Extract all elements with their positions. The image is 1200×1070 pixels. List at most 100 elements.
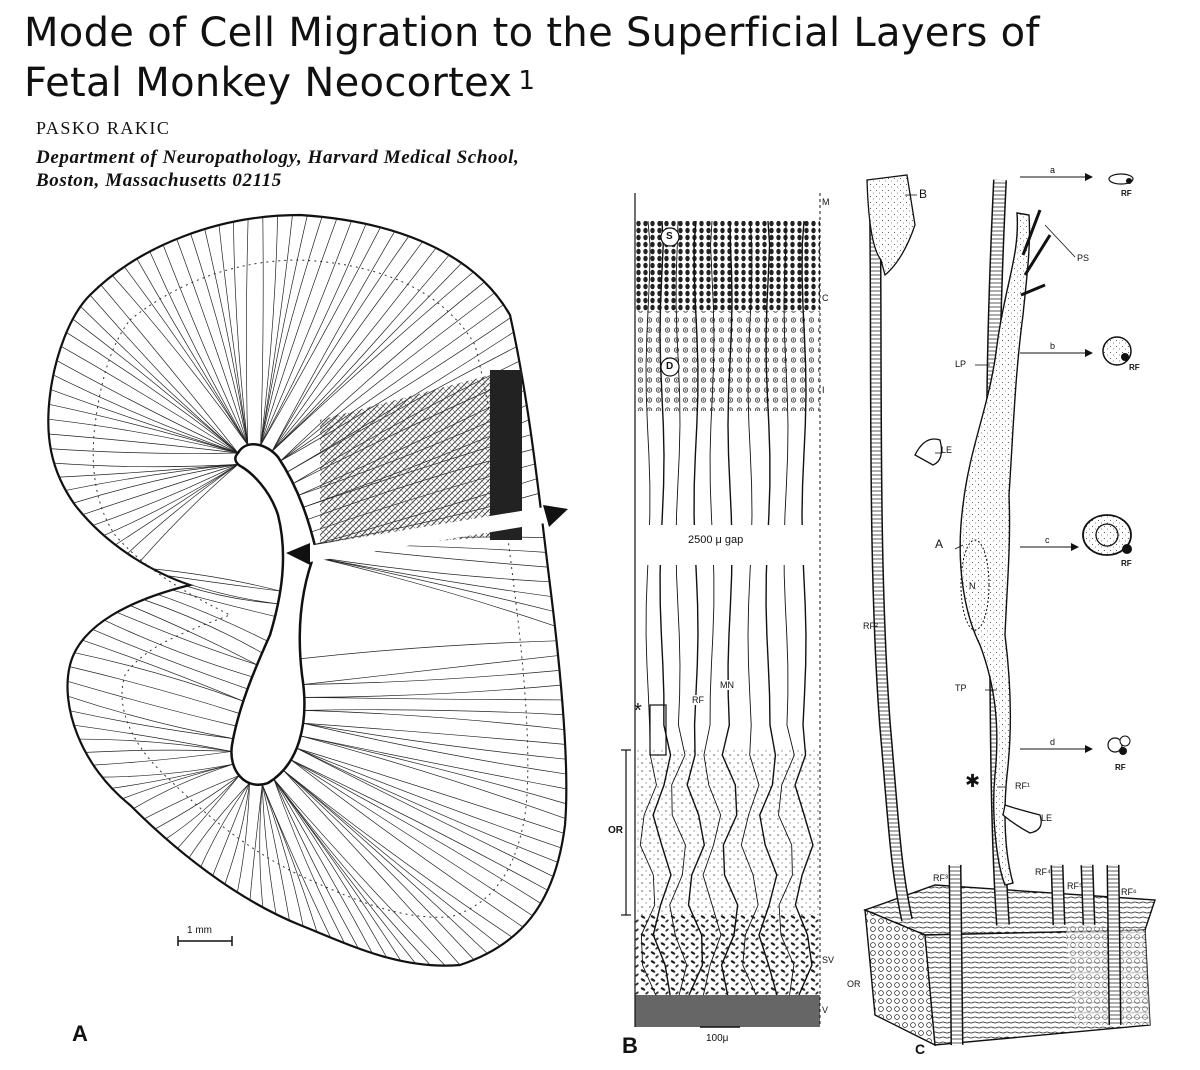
section-band <box>302 507 546 563</box>
radial-fiber-line <box>154 775 240 830</box>
radial-fiber-line <box>303 722 566 760</box>
nucleus <box>960 539 990 631</box>
radial-fiber-line <box>92 629 248 690</box>
label-m: M <box>822 197 830 207</box>
radial-fiber-line <box>300 735 567 790</box>
scale-bar-a <box>177 936 233 946</box>
figure-b-drawing <box>621 193 825 1028</box>
label-a-cell: A <box>935 537 944 551</box>
radial-fiber-line <box>60 346 239 454</box>
radial-fiber-line <box>188 782 250 859</box>
radial-fiber-line <box>273 778 373 954</box>
label-le-upper: LE <box>941 445 953 455</box>
panel-label-c: C <box>915 1041 926 1057</box>
title-line-2: Fetal Monkey Neocortex <box>24 60 513 106</box>
label-d: D <box>666 361 674 372</box>
footnote-mark: 1 <box>518 66 536 96</box>
section-label-d: d <box>1050 737 1056 747</box>
section-rf-b: RF <box>1129 363 1140 372</box>
label-rf6: RF⁶ <box>1121 887 1137 897</box>
cell-b <box>866 174 916 277</box>
radial-fiber-line <box>271 231 396 452</box>
radial-fiber-line <box>157 594 268 642</box>
radial-fiber-line <box>313 556 556 627</box>
scale-bar-a-label: 1 mm <box>187 925 212 936</box>
layer-marginal <box>635 193 820 221</box>
radial-fiber-line <box>313 556 554 612</box>
label-c: C <box>822 293 829 303</box>
vertical-fiber-line <box>652 220 672 996</box>
radial-fiber-line <box>249 784 263 901</box>
radial-fiber-line <box>271 247 437 452</box>
radial-fiber-line <box>129 605 258 666</box>
lamellate-expansion-upper <box>914 438 943 466</box>
figure-c: B PS LP LE A N RF² TP ✱ RF¹ LE RF³ RF⁴ R… <box>845 165 1190 1065</box>
cross-section-d <box>1107 735 1131 755</box>
radial-fiber-line <box>296 747 562 849</box>
title-line-1: Mode of Cell Migration to the Superficia… <box>24 10 1040 56</box>
radial-fiber-line <box>224 783 250 885</box>
radial-fiber-line <box>166 575 281 592</box>
affiliation-line-1: Department of Neuropathology, Harvard Me… <box>36 147 520 168</box>
radial-fiber-line <box>111 763 234 789</box>
radial-fiber-line <box>236 783 250 893</box>
arrowhead-right <box>543 505 568 527</box>
figure-c-drawing <box>863 173 1156 1047</box>
affiliation: Department of Neuropathology, Harvard Me… <box>36 146 519 192</box>
radial-fiber-line <box>48 433 239 454</box>
layer-v <box>635 995 820 1027</box>
label-or-c: OR <box>847 979 861 989</box>
radial-fiber-line <box>67 695 234 739</box>
radial-fiber-line <box>271 262 462 452</box>
radial-fiber-line <box>56 360 239 454</box>
radial-fiber-line <box>303 655 559 685</box>
radial-fiber-line <box>103 464 239 536</box>
radial-fiber-line <box>190 233 249 446</box>
figure-a-drawing <box>47 213 568 967</box>
radial-fiber-line <box>149 251 249 446</box>
radial-fiber-line <box>143 599 263 654</box>
radial-fiber-line <box>260 217 264 446</box>
radial-fiber-line <box>271 236 410 452</box>
radial-fiber-line <box>82 639 244 702</box>
label-s: S <box>666 231 673 242</box>
asterisk-c: ✱ <box>965 771 981 791</box>
cross-section-c <box>1082 514 1132 556</box>
radial-fiber-line <box>280 317 511 462</box>
panel-label-b: B <box>622 1033 638 1058</box>
radial-fiber-line <box>260 215 278 446</box>
vertical-fiber-line <box>720 220 739 996</box>
radial-fiber-line <box>72 318 239 454</box>
radial-fiber-line <box>212 783 250 876</box>
radial-fiber-line <box>59 464 239 478</box>
radial-fiber-line <box>283 769 501 947</box>
gap-label: 2500 μ gap <box>688 534 744 546</box>
radial-fiber-line <box>261 784 290 921</box>
radial-fiber-line <box>100 284 239 454</box>
label-b-cell: B <box>919 187 928 201</box>
label-or-b: OR <box>608 825 623 836</box>
section-rf-d: RF <box>1115 763 1126 772</box>
vertical-fiber-line <box>702 220 722 996</box>
vertical-fiber-line <box>686 220 706 996</box>
arrowhead-left <box>286 543 310 565</box>
radial-fiber-line <box>290 759 533 917</box>
radial-fiber-line <box>261 784 277 915</box>
affiliation-line-2: Boston, Massachusetts 02115 <box>36 170 282 191</box>
radial-fiber-line <box>67 680 237 727</box>
radial-fiber-line <box>300 640 557 660</box>
radial-fiber-line <box>165 775 240 840</box>
radial-fiber-line <box>115 464 239 546</box>
section-label-a: a <box>1050 165 1056 175</box>
radial-fiber-line <box>273 778 446 966</box>
radial-fiber-line <box>162 244 249 446</box>
radial-fiber-line <box>82 464 239 515</box>
radial-fiber-line <box>65 464 239 491</box>
radial-fiber-line <box>200 782 250 868</box>
radial-fiber-line <box>260 218 338 446</box>
fiber-block <box>863 884 1156 1047</box>
radial-fiber-line <box>112 275 249 446</box>
radial-fiber-line <box>79 738 232 752</box>
asterisk-b: * <box>634 700 642 722</box>
radial-fiber-line <box>171 589 276 617</box>
